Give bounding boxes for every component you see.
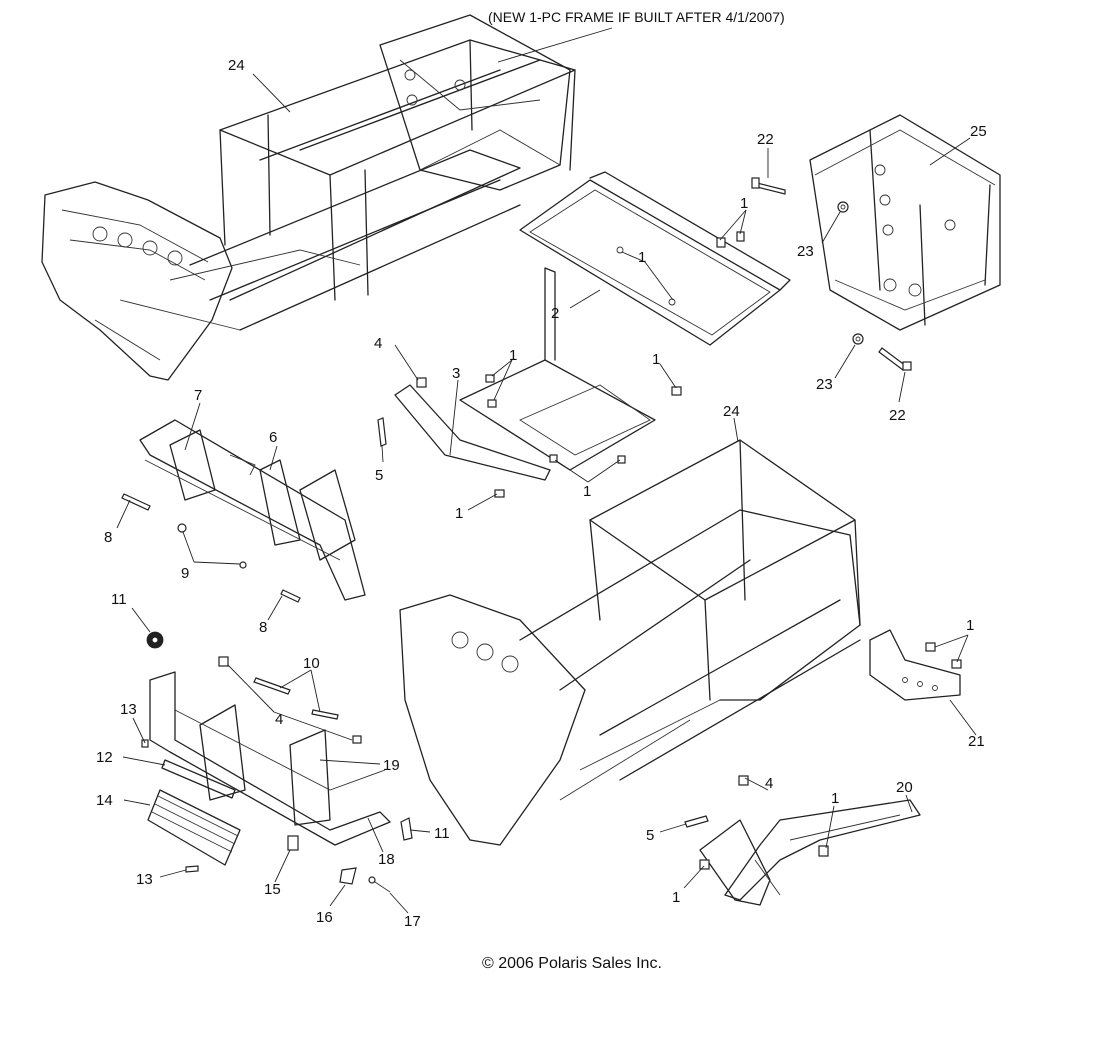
callout-label: 1	[652, 351, 660, 368]
callout-label: 11	[111, 591, 127, 608]
frame-note: (NEW 1-PC FRAME IF BUILT AFTER 4/1/2007)	[488, 9, 785, 25]
callout-label: 14	[96, 792, 113, 809]
callout-label: 19	[383, 757, 400, 774]
callout-label: 24	[228, 57, 245, 74]
callout-label: 21	[968, 733, 985, 750]
callout-label: 11	[434, 825, 450, 842]
callout-label: 13	[136, 871, 153, 888]
callout-label: 17	[404, 913, 421, 930]
callout-label: 6	[269, 429, 277, 446]
callout-label: 8	[104, 529, 112, 546]
callout-label: 18	[378, 851, 395, 868]
callout-label: 1	[740, 195, 748, 212]
seat-bracket	[394, 267, 656, 481]
callout-label: 4	[275, 711, 283, 728]
callout-label: 2	[551, 305, 559, 322]
callout-label: 23	[797, 243, 814, 260]
callout-label: 13	[120, 701, 137, 718]
bracket-21	[869, 629, 961, 701]
cargo-support	[519, 171, 791, 346]
fasteners	[121, 177, 962, 893]
callout-label: 12	[96, 749, 113, 766]
callout-label: 4	[374, 335, 382, 352]
callout-label: 1	[638, 249, 646, 266]
main-frame-lower	[399, 439, 861, 846]
step-bracket-20	[699, 799, 921, 906]
callout-label: 1	[509, 347, 517, 364]
front-frame-section	[139, 419, 366, 601]
callout-label: 23	[816, 376, 833, 393]
callout-label: 3	[452, 365, 460, 382]
rear-cage	[809, 114, 1001, 331]
main-frame-upper	[41, 14, 576, 381]
callout-label: 10	[303, 655, 320, 672]
callout-label: 5	[375, 467, 383, 484]
frame-note-leader	[497, 27, 613, 63]
callout-label: 22	[757, 131, 774, 148]
callout-label: 25	[970, 123, 987, 140]
callout-label: 15	[264, 881, 281, 898]
front-bumper	[149, 671, 391, 846]
callout-label: 8	[259, 619, 267, 636]
callout-label: 22	[889, 407, 906, 424]
callout-labels: 24 22 25 1 1 2 23 23 22 4 1 3 1 5 1 1 7 …	[96, 57, 987, 930]
callout-label: 1	[455, 505, 463, 522]
callout-label: 1	[583, 483, 591, 500]
callout-label: 7	[194, 387, 202, 404]
callout-label: 20	[896, 779, 913, 796]
callout-label: 5	[646, 827, 654, 844]
callout-label: 1	[672, 889, 680, 906]
copyright: © 2006 Polaris Sales Inc.	[482, 955, 662, 972]
leader-lines	[116, 73, 977, 914]
grille-strip	[161, 759, 236, 799]
grille	[147, 789, 241, 866]
callout-label: 1	[831, 790, 839, 807]
callout-label: 1	[966, 617, 974, 634]
callout-label: 9	[181, 565, 189, 582]
callout-label: 4	[765, 775, 773, 792]
callout-label: 24	[723, 403, 740, 420]
callout-label: 16	[316, 909, 333, 926]
